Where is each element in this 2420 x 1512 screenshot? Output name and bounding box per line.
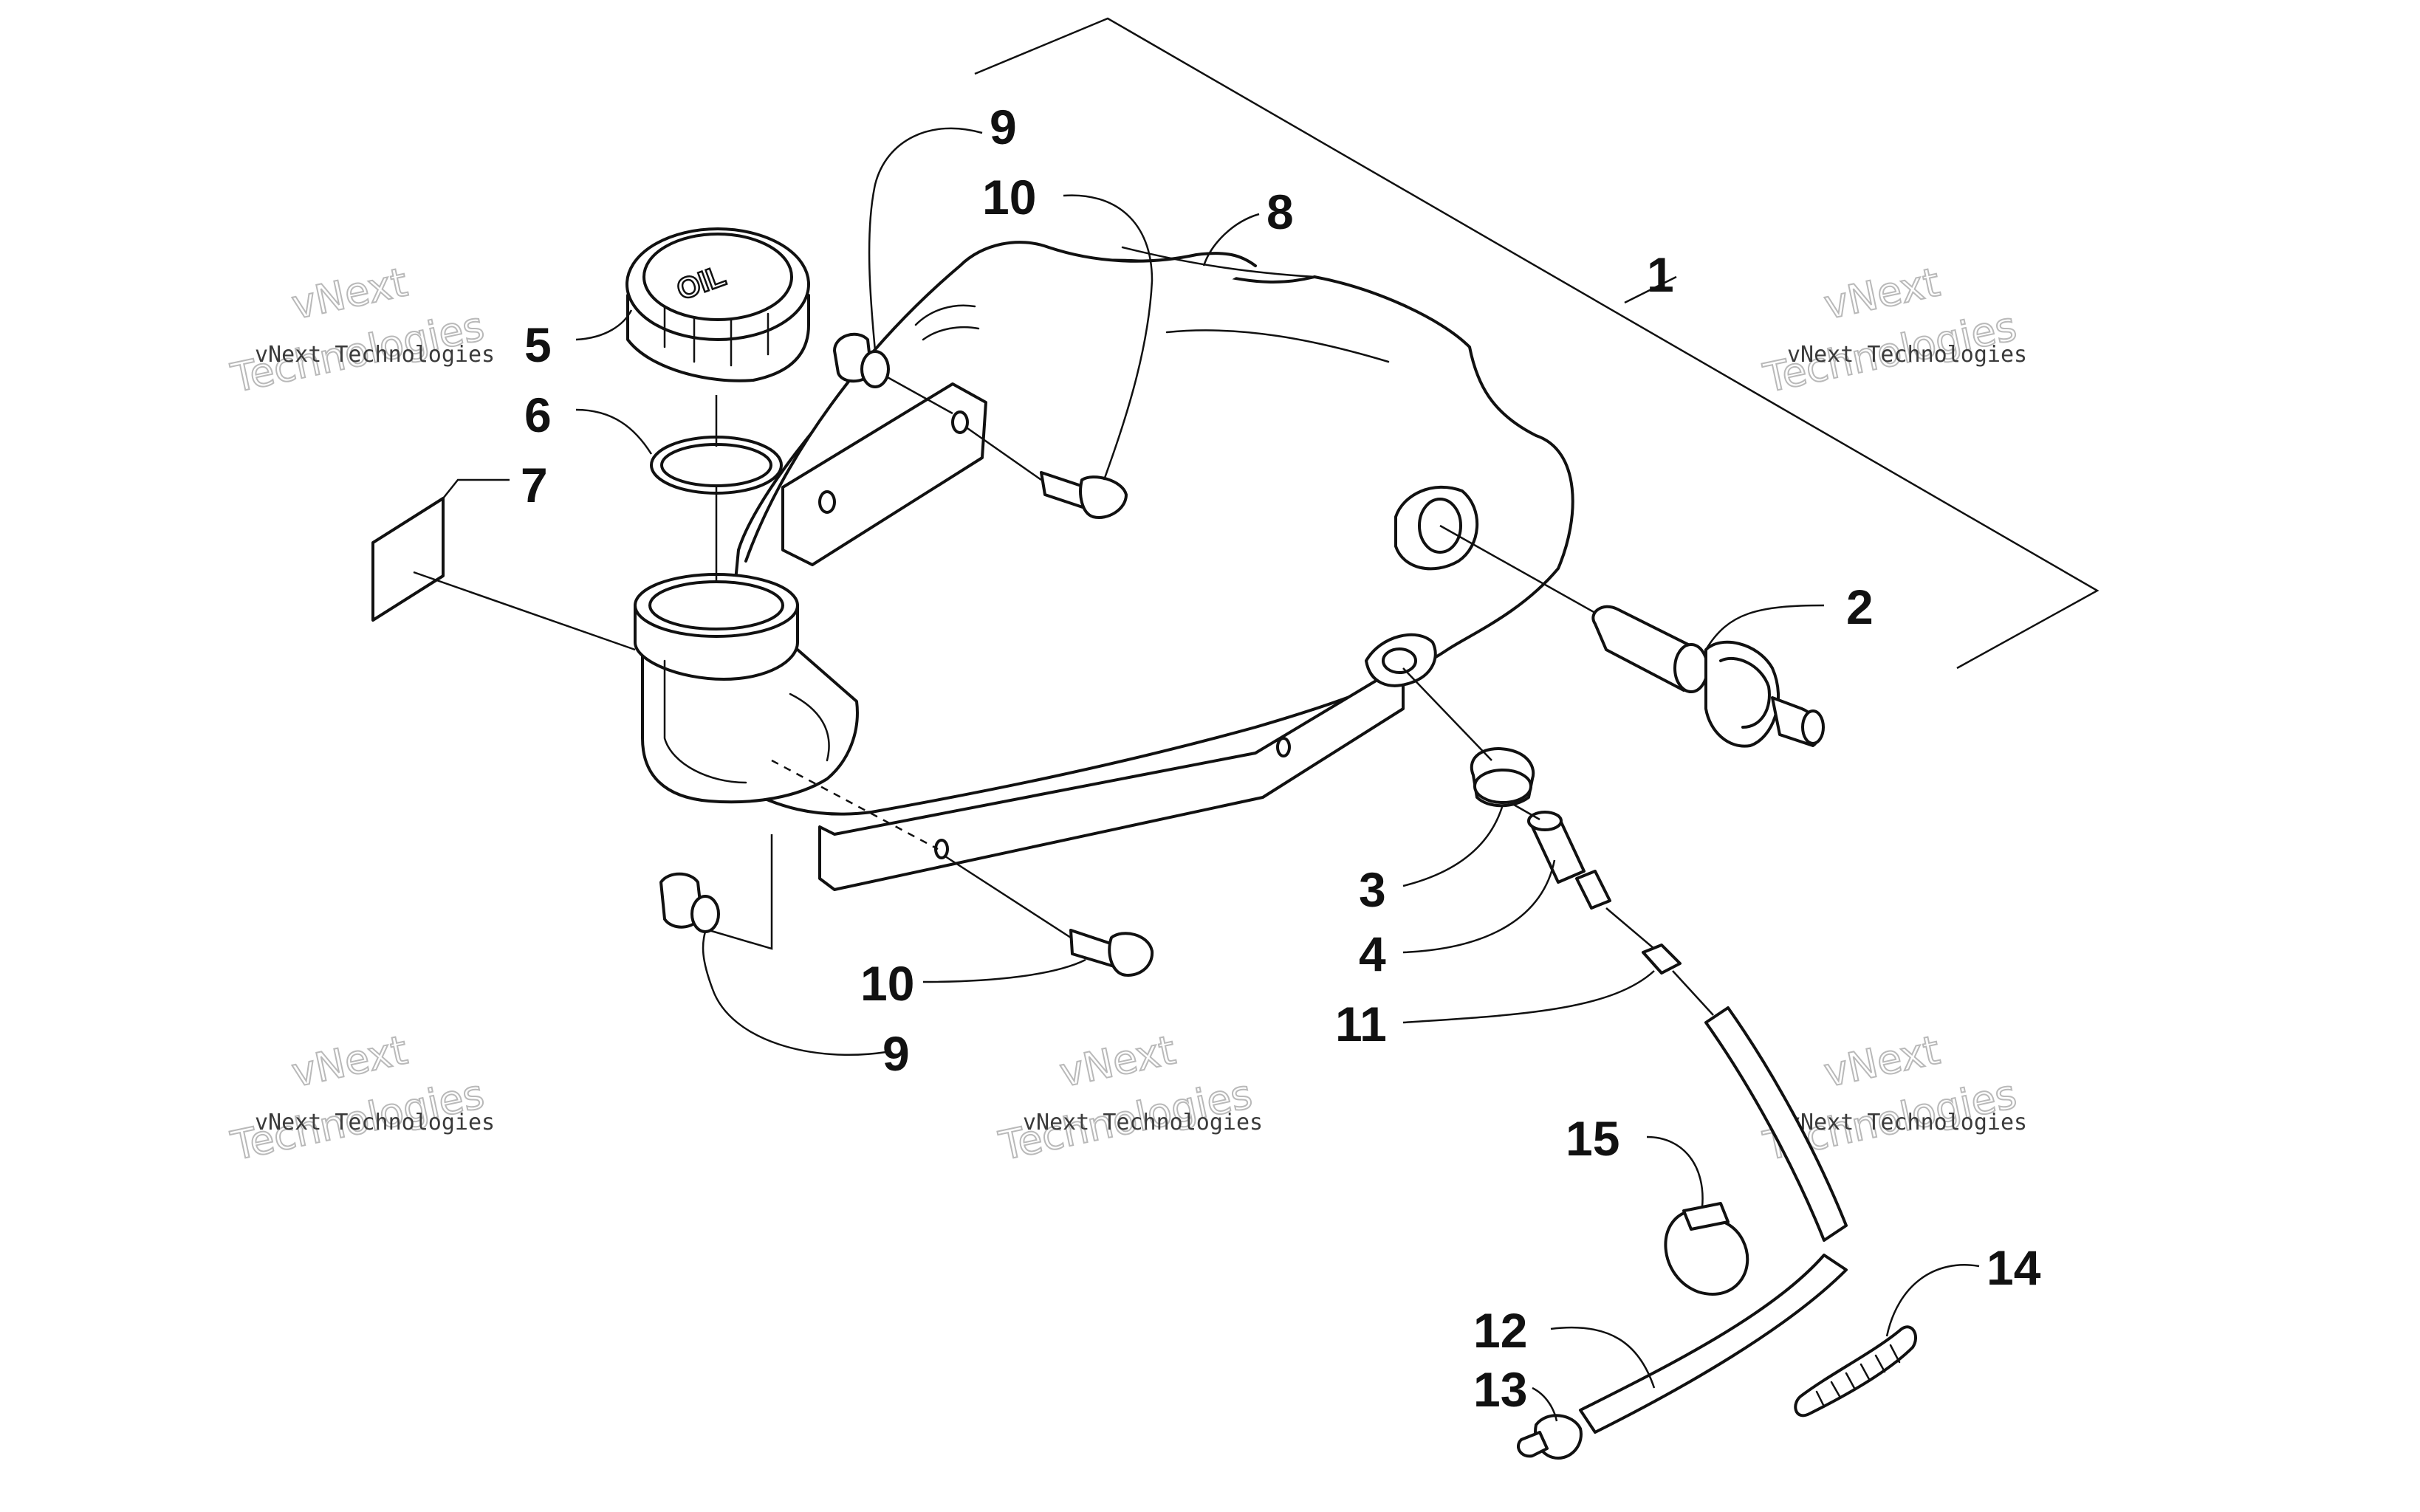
svg-text:vNext: vNext [1056,1026,1179,1096]
hose-fitting [1527,811,1611,910]
svg-text:vNext Technologies: vNext Technologies [1787,1110,2027,1135]
svg-text:vNext: vNext [1820,258,1944,328]
leader-1 [1624,275,1677,304]
outlet-grommet [1470,747,1535,808]
leader-11 [1402,970,1655,1024]
axis-clamp [1605,907,1655,949]
leader-3 [1402,804,1504,887]
leader-12 [1550,1326,1656,1389]
grommet-bottom [659,872,720,933]
leader-6 [575,408,653,455]
oil-level-sensor [1591,605,1825,748]
watermark-bottom-left: vNext Technologies vNext Technologies [226,1025,495,1170]
callout-12: 12 [1473,1303,1527,1358]
axis-grommet-top [885,375,953,415]
watermark-top-left: vNext Technologies vNext Technologies [226,258,495,402]
hose-end-clamp [1517,1414,1583,1460]
label-decal [371,497,445,622]
leader-7 [442,478,510,499]
bolt-bottom [1069,929,1154,977]
svg-text:vNext: vNext [1820,1026,1944,1096]
leader-4 [1402,859,1556,954]
leader-9-top [868,127,983,351]
hose-upper [1704,1006,1848,1242]
o-ring [650,436,783,495]
callout-3: 3 [1359,862,1386,917]
leader-13 [1532,1386,1558,1422]
leader-14 [1885,1264,1980,1337]
axis-hose [1672,970,1714,1016]
axis-bolt-bottom [945,855,1072,939]
callout-8: 8 [1266,185,1294,239]
leader-9-bottom [702,931,887,1056]
svg-text:vNext Technologies: vNext Technologies [1023,1110,1263,1135]
leader-2 [1704,604,1825,650]
svg-text:vNext Technologies: vNext Technologies [255,342,495,368]
axis-bolt-top [967,427,1042,481]
callout-15: 15 [1566,1111,1619,1166]
axis-grommet-bottom [708,834,773,950]
assembly-bracket [974,17,2099,670]
wire-clamp [1664,1202,1749,1296]
axis-sensor [1439,524,1596,614]
callout-1: 1 [1647,247,1674,302]
callout-9-bottom: 9 [882,1026,910,1081]
callout-5: 5 [524,317,552,372]
watermark-bottom-center: vNext Technologies vNext Technologies [994,1025,1263,1170]
callout-14: 14 [1987,1240,2041,1295]
svg-text:vNext: vNext [288,1026,411,1096]
leader-10-top [1063,194,1154,481]
callout-11: 11 [1335,997,1387,1051]
axis-fitting [1513,803,1540,821]
callout-13: 13 [1473,1362,1527,1417]
bolt-top [1040,471,1128,519]
callout-10-top: 10 [982,170,1036,224]
leader-decal-neck [413,571,636,651]
callout-4: 4 [1359,927,1386,981]
grommet-top [833,332,890,388]
leader-15 [1646,1135,1704,1208]
hose-lower [1579,1254,1848,1434]
callout-10-bottom: 10 [860,956,914,1011]
small-clamp [1642,944,1682,975]
callout-7: 7 [521,458,548,512]
spring-guard [1794,1325,1917,1418]
axis-dashed [771,759,939,850]
callout-6: 6 [524,388,552,442]
svg-text:vNext: vNext [288,258,411,328]
svg-text:vNext Technologies: vNext Technologies [255,1110,495,1135]
callout-9-top: 9 [990,100,1017,154]
callout-2: 2 [1846,580,1874,634]
watermark-top-right: vNext Technologies vNext Technologies [1758,258,2027,402]
leader-8 [1202,213,1260,267]
leader-5 [575,309,633,341]
leader-10-bottom [922,958,1086,983]
axis-grommet-outlet [1402,667,1492,761]
svg-text:vNext Technologies: vNext Technologies [1787,342,2027,368]
filler-cap: OIL [625,227,810,382]
oil-tank [634,241,1574,891]
